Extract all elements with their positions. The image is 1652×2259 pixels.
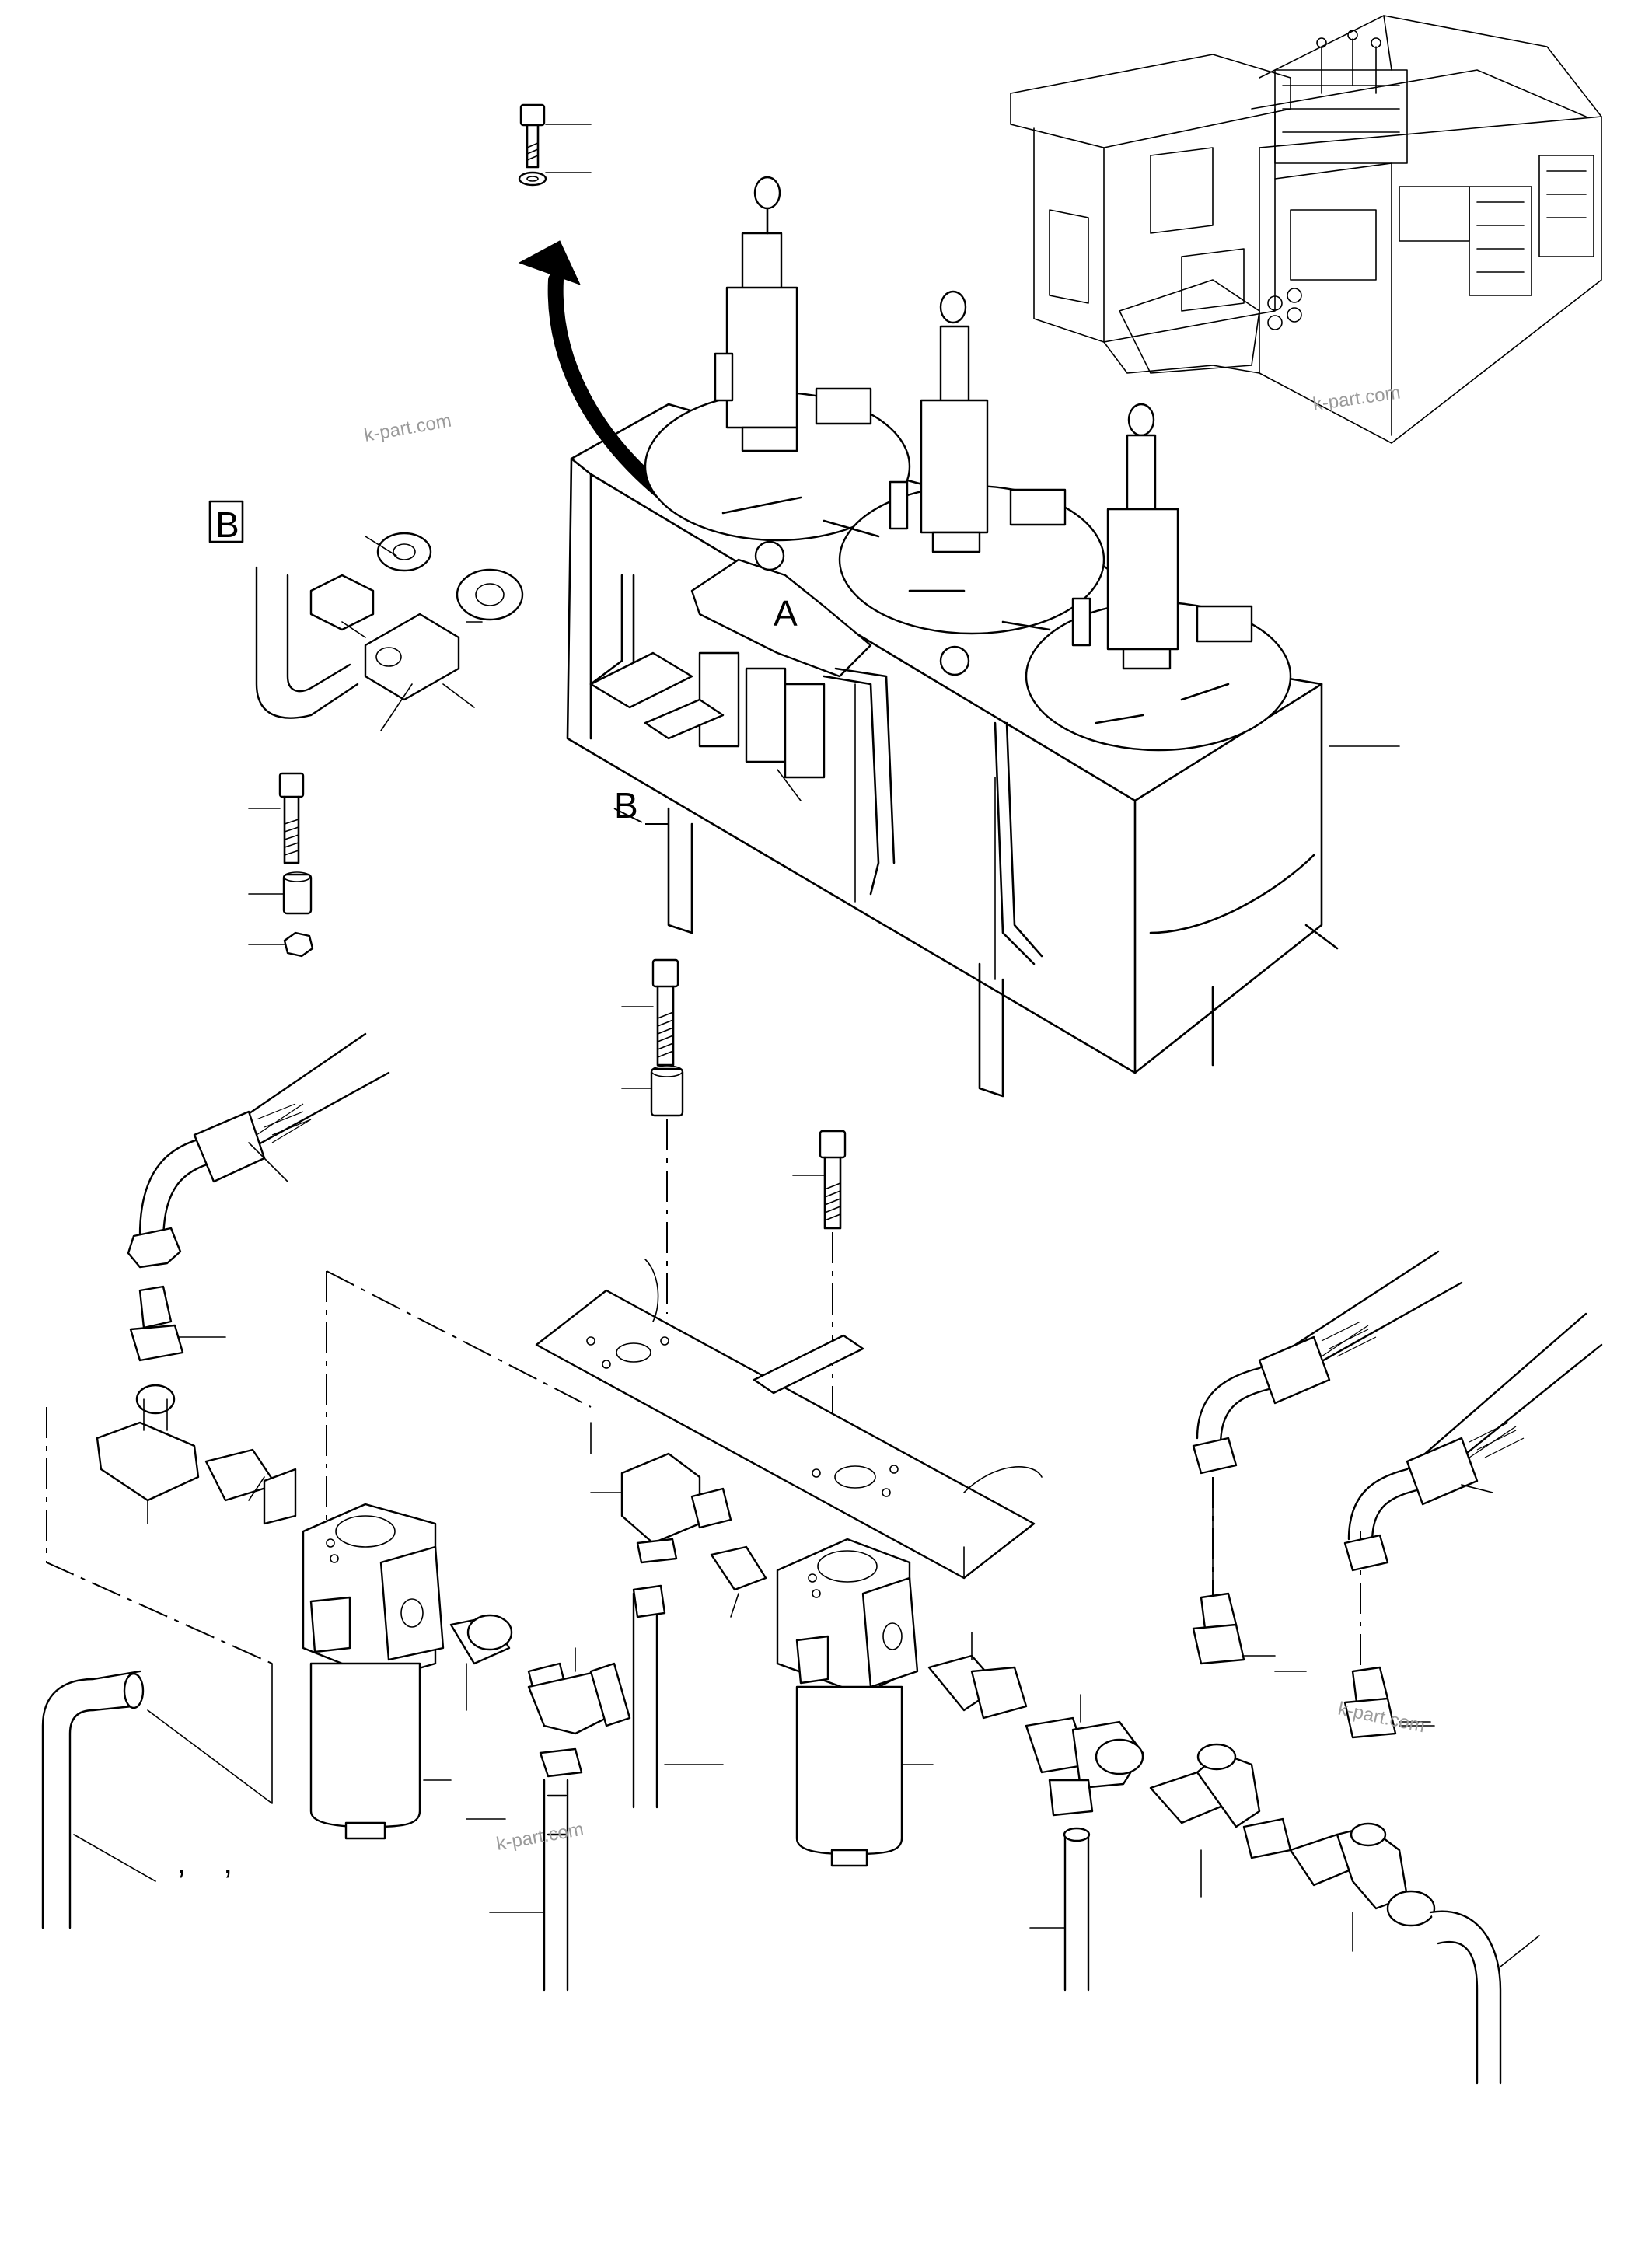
view-a-label: A: [774, 593, 798, 634]
fittings-left-middle: [449, 1614, 631, 1778]
leader-lines: [466, 1671, 1435, 1820]
cylinder-3: [1106, 403, 1179, 670]
comma-1: ,: [176, 1843, 186, 1881]
comma-2: ,: [223, 1843, 232, 1881]
tee-fitting-center: [1025, 1694, 1144, 1817]
hydraulic-tank-assembly: A: [566, 176, 1400, 1098]
hose-right-bottom: [1429, 1910, 1540, 2085]
hose-center-left: [632, 1584, 724, 1809]
view-b-label: B: [614, 785, 638, 826]
cylinder-1: [725, 176, 798, 452]
hose-left-vertical: [489, 1779, 569, 1992]
pipe-center-vertical: [1029, 1827, 1091, 1992]
bolt-spacer-center: [621, 958, 684, 1314]
hose-right-2: [1343, 1312, 1603, 1739]
machine-locator-view: [1010, 15, 1602, 444]
detail-reference-arrow: [518, 240, 676, 505]
oil-filter-left: [302, 1503, 452, 1840]
oil-filter-center: [776, 1538, 934, 1867]
fitting-left-top-angle: [590, 1452, 732, 1564]
detail-b-box-label: B: [215, 505, 239, 545]
guide-line-3: [326, 1270, 592, 1408]
fittings-center-right: [927, 1632, 1028, 1720]
detail-b-box: [208, 500, 244, 543]
watermark-1: k-part.com: [1311, 382, 1402, 415]
pipe-bottom-left: [41, 1663, 273, 1929]
coupling-right-lower: [1149, 1743, 1292, 1898]
tee-fitting-right: [1289, 1822, 1436, 1952]
cylinder-2: [920, 290, 989, 553]
hose-right-1: [1192, 1250, 1463, 1665]
tee-fitting-left: [96, 1384, 297, 1525]
guide-line-6: [613, 808, 669, 825]
guide-line-1: [46, 1407, 273, 1664]
elbow-nipple: [710, 1545, 767, 1618]
bolt-spacer-nut-left: [248, 772, 314, 958]
bolt-washer-top: [518, 103, 592, 187]
watermark-3: k-part.com: [494, 1819, 585, 1855]
detail-b: B: [208, 500, 524, 731]
hose-left-top: [127, 1032, 390, 1362]
watermark-2: k-part.com: [362, 410, 452, 446]
filter-mounting-plate: [535, 1259, 1043, 1580]
